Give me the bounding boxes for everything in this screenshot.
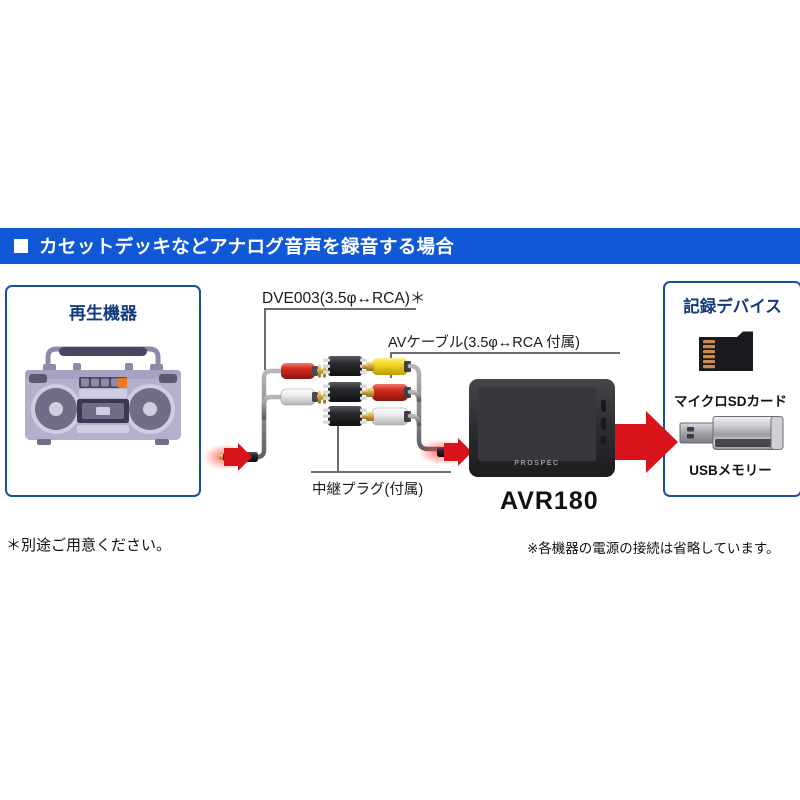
section-header-title: カセットデッキなどアナログ音声を録音する場合 [39, 236, 455, 257]
connection-arrow-left [224, 443, 252, 471]
relay-leader-line [337, 414, 339, 472]
dve-cable-label: DVE003(3.5φ↔RCA)＊ [262, 290, 426, 307]
square-bullet-icon [14, 239, 28, 253]
microsd-label: マイクロSDカード [674, 394, 787, 409]
rca-plug-white-left [280, 388, 328, 406]
prospec-brand-logo: PROSPEC [514, 460, 560, 467]
dve-leader-line [264, 308, 266, 370]
rca-plug-red-left [281, 363, 328, 379]
source-panel-title: 再生機器 [69, 304, 137, 323]
usb-flash-drive-icon [679, 416, 784, 450]
av-cable-label: AVケーブル(3.5φ↔RCA 付属) [388, 335, 580, 351]
rca-plug-white-right [362, 407, 411, 426]
usb-label: USBメモリー [689, 463, 772, 478]
relay-plug-label: 中継プラグ(付属) [312, 482, 424, 498]
recorder-model-label: AVR180 [500, 487, 599, 515]
connection-arrow-right [444, 438, 472, 466]
section-header-bar: カセットデッキなどアナログ音声を録音する場合 [0, 228, 800, 264]
boombox-cassette-player-icon [25, 346, 181, 445]
footnote-right: ※各機器の電源の接続は省略しています。 [527, 541, 780, 556]
footnote-left: ＊別途ご用意ください。 [6, 537, 172, 554]
rca-plug-yellow-right [362, 358, 411, 375]
dve-label-underline [264, 308, 416, 310]
microsd-card-icon [699, 331, 753, 371]
destination-device-panel: 記録デバイス マイクロSDカード [663, 281, 800, 497]
av-label-underline [390, 352, 620, 354]
flow-arrow-to-destination [614, 411, 678, 473]
relay-label-overline [311, 471, 451, 473]
dest-panel-title: 記録デバイス [683, 298, 782, 316]
rca-plug-red-right [362, 384, 411, 401]
relay-plug-coupler-group [323, 356, 367, 426]
avr180-recorder: PROSPEC [468, 378, 616, 478]
source-device-panel: 再生機器 [5, 285, 201, 497]
